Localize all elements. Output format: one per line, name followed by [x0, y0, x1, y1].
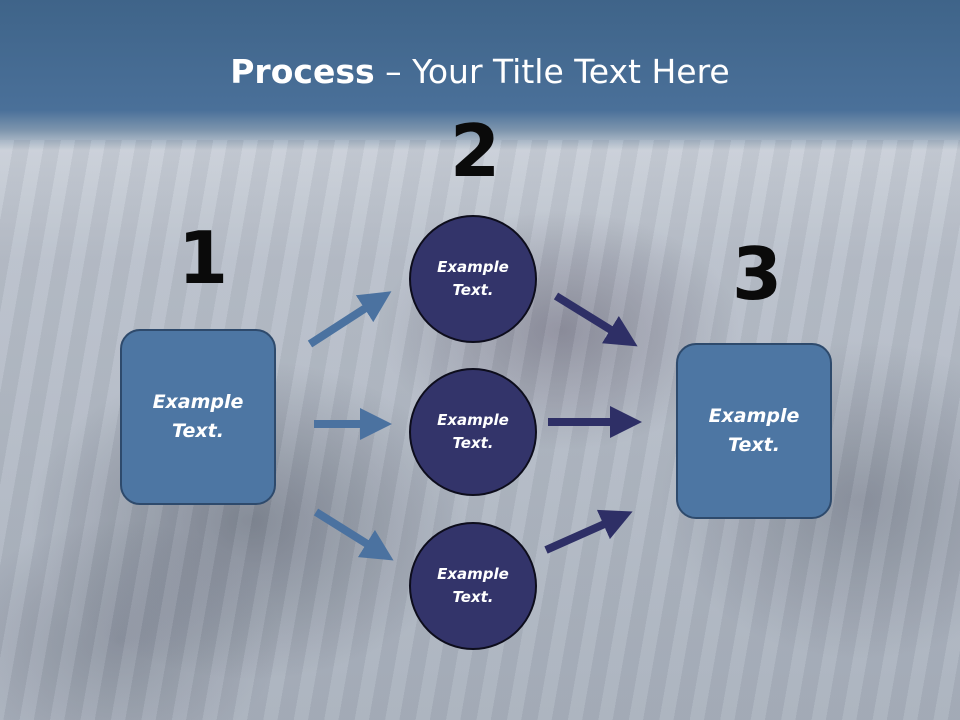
left-box-line1: Example — [152, 391, 244, 413]
right-box-line1: Example — [708, 405, 800, 427]
circle-middle-line1: Example — [437, 411, 509, 429]
arrow-box-to-circle-bottom — [313, 508, 394, 561]
step-number-2: 2 — [450, 109, 501, 193]
title-rest-part: – Your Title Text Here — [374, 52, 730, 91]
title-bold-part: Process — [230, 52, 375, 91]
arrow-circle-top-to-box — [553, 292, 638, 347]
right-box-line2: Text. — [728, 434, 780, 456]
process-circle-middle: Example Text. — [409, 368, 537, 496]
circle-middle-line2: Text. — [452, 434, 494, 452]
process-circle-bottom: Example Text. — [409, 522, 537, 650]
step-number-3: 3 — [732, 232, 783, 316]
circle-top-line1: Example — [437, 258, 509, 276]
left-box-line2: Text. — [172, 420, 224, 442]
left-process-box: Example Text. — [120, 329, 276, 505]
process-circle-top: Example Text. — [409, 215, 537, 343]
circle-bottom-line1: Example — [437, 565, 509, 583]
arrow-box-to-circle-top — [307, 291, 392, 348]
circle-top-line2: Text. — [452, 281, 494, 299]
slide-title: Process – Your Title Text Here — [0, 52, 960, 91]
arrow-circle-bottom-to-box — [544, 509, 633, 554]
right-process-box: Example Text. — [676, 343, 832, 519]
circle-bottom-line2: Text. — [452, 588, 494, 606]
step-number-1: 1 — [178, 216, 229, 300]
